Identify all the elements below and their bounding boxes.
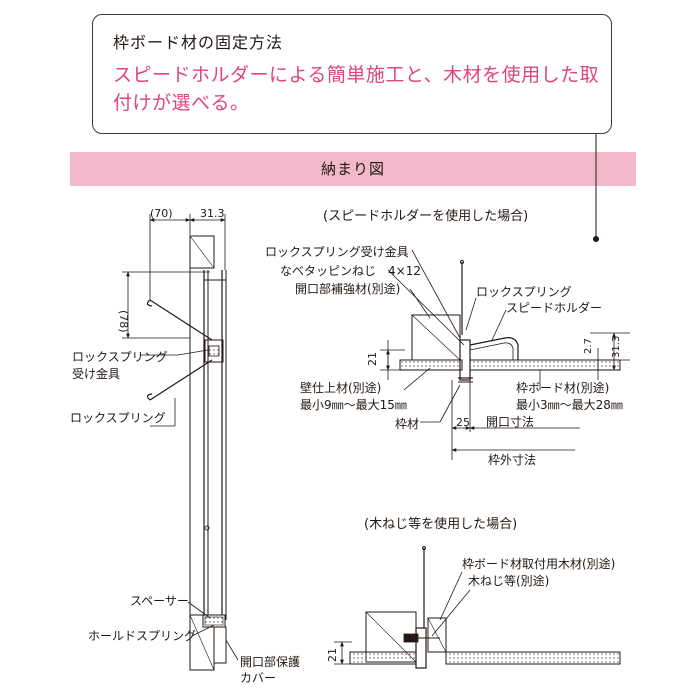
dim-side: (78) [117, 310, 130, 333]
dim-31-3: 31.3 [611, 336, 622, 358]
label-lock-spring-left: ロックスプリング [70, 411, 166, 425]
callout-title: 枠ボード材の固定方法 [113, 33, 284, 52]
banner-label: 納まり図 [320, 160, 385, 178]
label-lock-spring-bracket-2: 受け金具 [72, 366, 120, 381]
dim-2-7: 2.7 [583, 338, 594, 354]
label-lock-spring-bracket-1: ロックスプリング [72, 350, 168, 364]
section-banner: 納まり図 [70, 152, 636, 186]
label-screw: なべタッピンねじ 4×12 [280, 264, 421, 278]
wood-screw-title: (木ねじ等を使用した場合) [364, 516, 517, 532]
label-reinforcement: 開口部補強材(別途) [295, 281, 400, 296]
label-opening-cover-1: 開口部保護 [240, 654, 300, 669]
dim-top-right: 31.3 [200, 207, 225, 220]
label-wall-material: 壁仕上材(別途) [300, 380, 381, 395]
label-board-range: 最小3㎜～最大28㎜ [516, 398, 623, 412]
fixing-method-callout: 枠ボード材の固定方法 スピードホルダーによる簡単施工と、木材を使用した取付けが選… [92, 14, 612, 134]
label-bracket: ロックスプリング受け金具 [265, 244, 409, 259]
label-frame-outer: 枠外寸法 [488, 453, 536, 467]
label-spacer: スペーサー [130, 594, 189, 608]
dim-25: 25 [456, 416, 470, 429]
dim-21-bottom: 21 [326, 648, 339, 662]
label-opening-size: 開口寸法 [486, 415, 534, 429]
wood-screw-detail [334, 546, 621, 669]
dim-top-left: (70) [150, 207, 173, 220]
label-hold-spring: ホールドスプリング [88, 629, 196, 643]
label-frame: 枠材 [395, 417, 419, 431]
speed-holder-title: (スピードホルダーを使用した場合) [323, 208, 528, 224]
callout-description: スピードホルダーによる簡単施工と、木材を使用した取付けが選べる。 [113, 64, 600, 114]
callout-pointer [593, 134, 599, 242]
section-view [122, 214, 239, 671]
label-lock-spring-right: ロックスプリング [476, 285, 572, 299]
dim-21-top: 21 [366, 352, 379, 366]
speed-holder-detail [380, 249, 630, 460]
label-speed-holder: スピードホルダー [506, 300, 602, 315]
label-wall-range: 最小9㎜～最大15㎜ [300, 398, 407, 412]
label-wood-material: 枠ボード材取付用木材(別途) [462, 556, 615, 571]
label-frame-board: 枠ボード材(別途) [516, 380, 609, 395]
label-opening-cover-2: カバー [240, 671, 276, 685]
label-wood-screw: 木ねじ等(別途) [468, 573, 549, 588]
